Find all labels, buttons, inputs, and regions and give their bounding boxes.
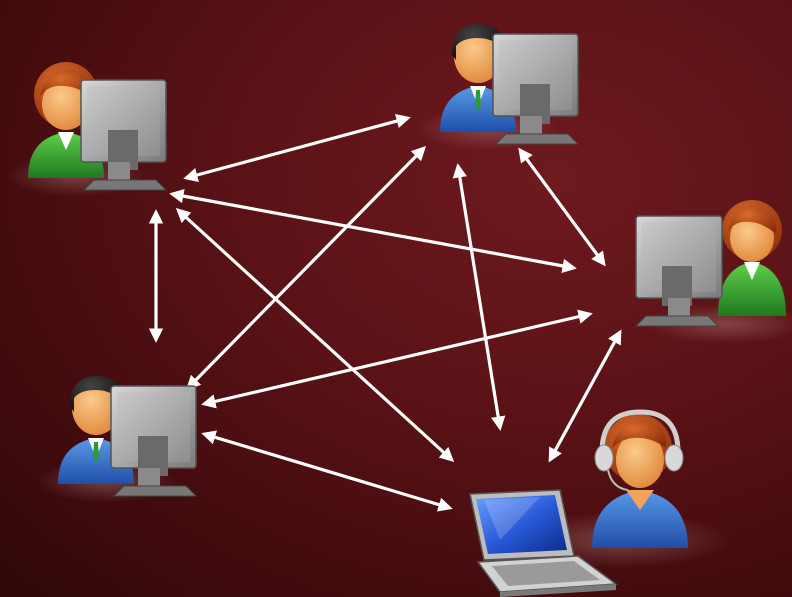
user-headset-laptop-bottom-right xyxy=(469,409,730,597)
arrow-n3-n5 xyxy=(548,329,622,463)
arrow-n2-n5 xyxy=(452,163,506,431)
arrow-n4-n5 xyxy=(201,430,453,512)
arrow-n1-n3 xyxy=(169,189,577,273)
connection-arrows xyxy=(148,114,622,512)
headset-icon xyxy=(594,409,684,491)
user-man-top-center xyxy=(417,23,579,152)
user-woman-top-left xyxy=(5,61,167,198)
arrow-n1-n2 xyxy=(183,114,411,182)
laptop-icon xyxy=(469,489,619,597)
user-man-bottom-left xyxy=(35,375,197,504)
arrow-n3-n4 xyxy=(201,309,593,409)
arrow-n2-n4 xyxy=(185,145,427,391)
arrow-n1-n5 xyxy=(175,208,455,462)
headset-person xyxy=(592,409,688,548)
arrow-n2-n3 xyxy=(518,147,606,267)
user-woman-right xyxy=(635,199,792,345)
